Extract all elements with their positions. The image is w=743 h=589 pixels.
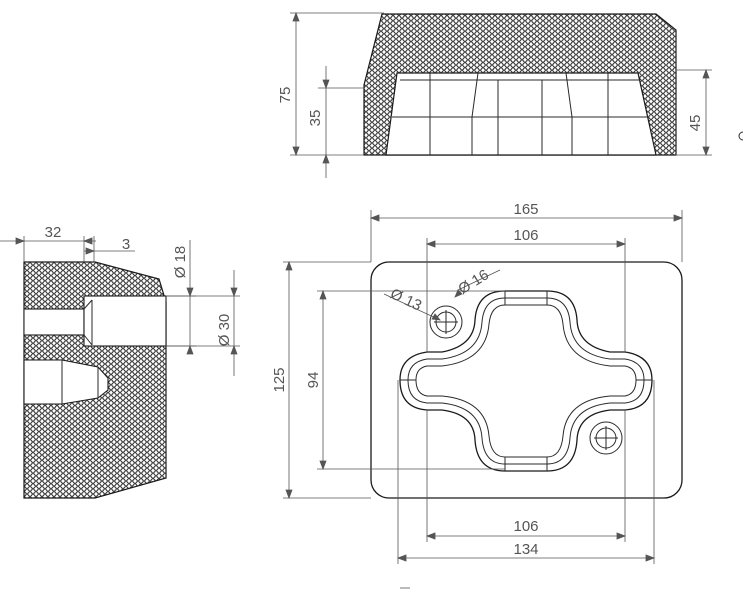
dim-step-label: 3 <box>122 236 130 253</box>
side-view-counterbore <box>23 308 85 336</box>
dim-width-holes-label: 134 <box>513 541 538 558</box>
dim-cutout-depth-label: 35 <box>307 110 324 127</box>
dim-hole-small-label: Ø 18 <box>172 246 189 279</box>
top-view-outline <box>370 261 683 499</box>
top-view-cross-groove-middle <box>407 297 645 465</box>
dim-right-height-label: 45 <box>687 115 704 132</box>
dim-width-total-label: 165 <box>513 201 538 218</box>
dim-hole-large-label: Ø 30 <box>216 314 233 347</box>
side-view: 32 3 Ø 18 Ø 30 <box>0 224 240 499</box>
front-view: 75 35 45 <box>277 11 743 178</box>
front-view-cutout <box>385 72 657 156</box>
dim-counterbore-diameter-label: Ø 16 <box>455 266 492 298</box>
dim-height-total-label: 125 <box>271 367 288 392</box>
top-view-hole-left <box>429 305 463 339</box>
dim-width-inner-bottom-label: 106 <box>513 518 538 535</box>
dim-height-inner-label: 94 <box>305 372 322 389</box>
dim-total-height-label: 75 <box>277 87 294 104</box>
top-view-hole-right <box>589 421 623 455</box>
side-view-lower-pocket <box>23 359 109 405</box>
dim-width-inner-top-label: 106 <box>513 227 538 244</box>
dim-length-label: 32 <box>45 224 62 241</box>
side-view-through-hole <box>83 295 167 347</box>
top-view-cross-groove-inner <box>415 304 637 458</box>
dim-hole-diameter-label: Ø 13 <box>388 285 425 314</box>
top-view: Ø 13 Ø 16 165 106 106 <box>271 201 684 564</box>
